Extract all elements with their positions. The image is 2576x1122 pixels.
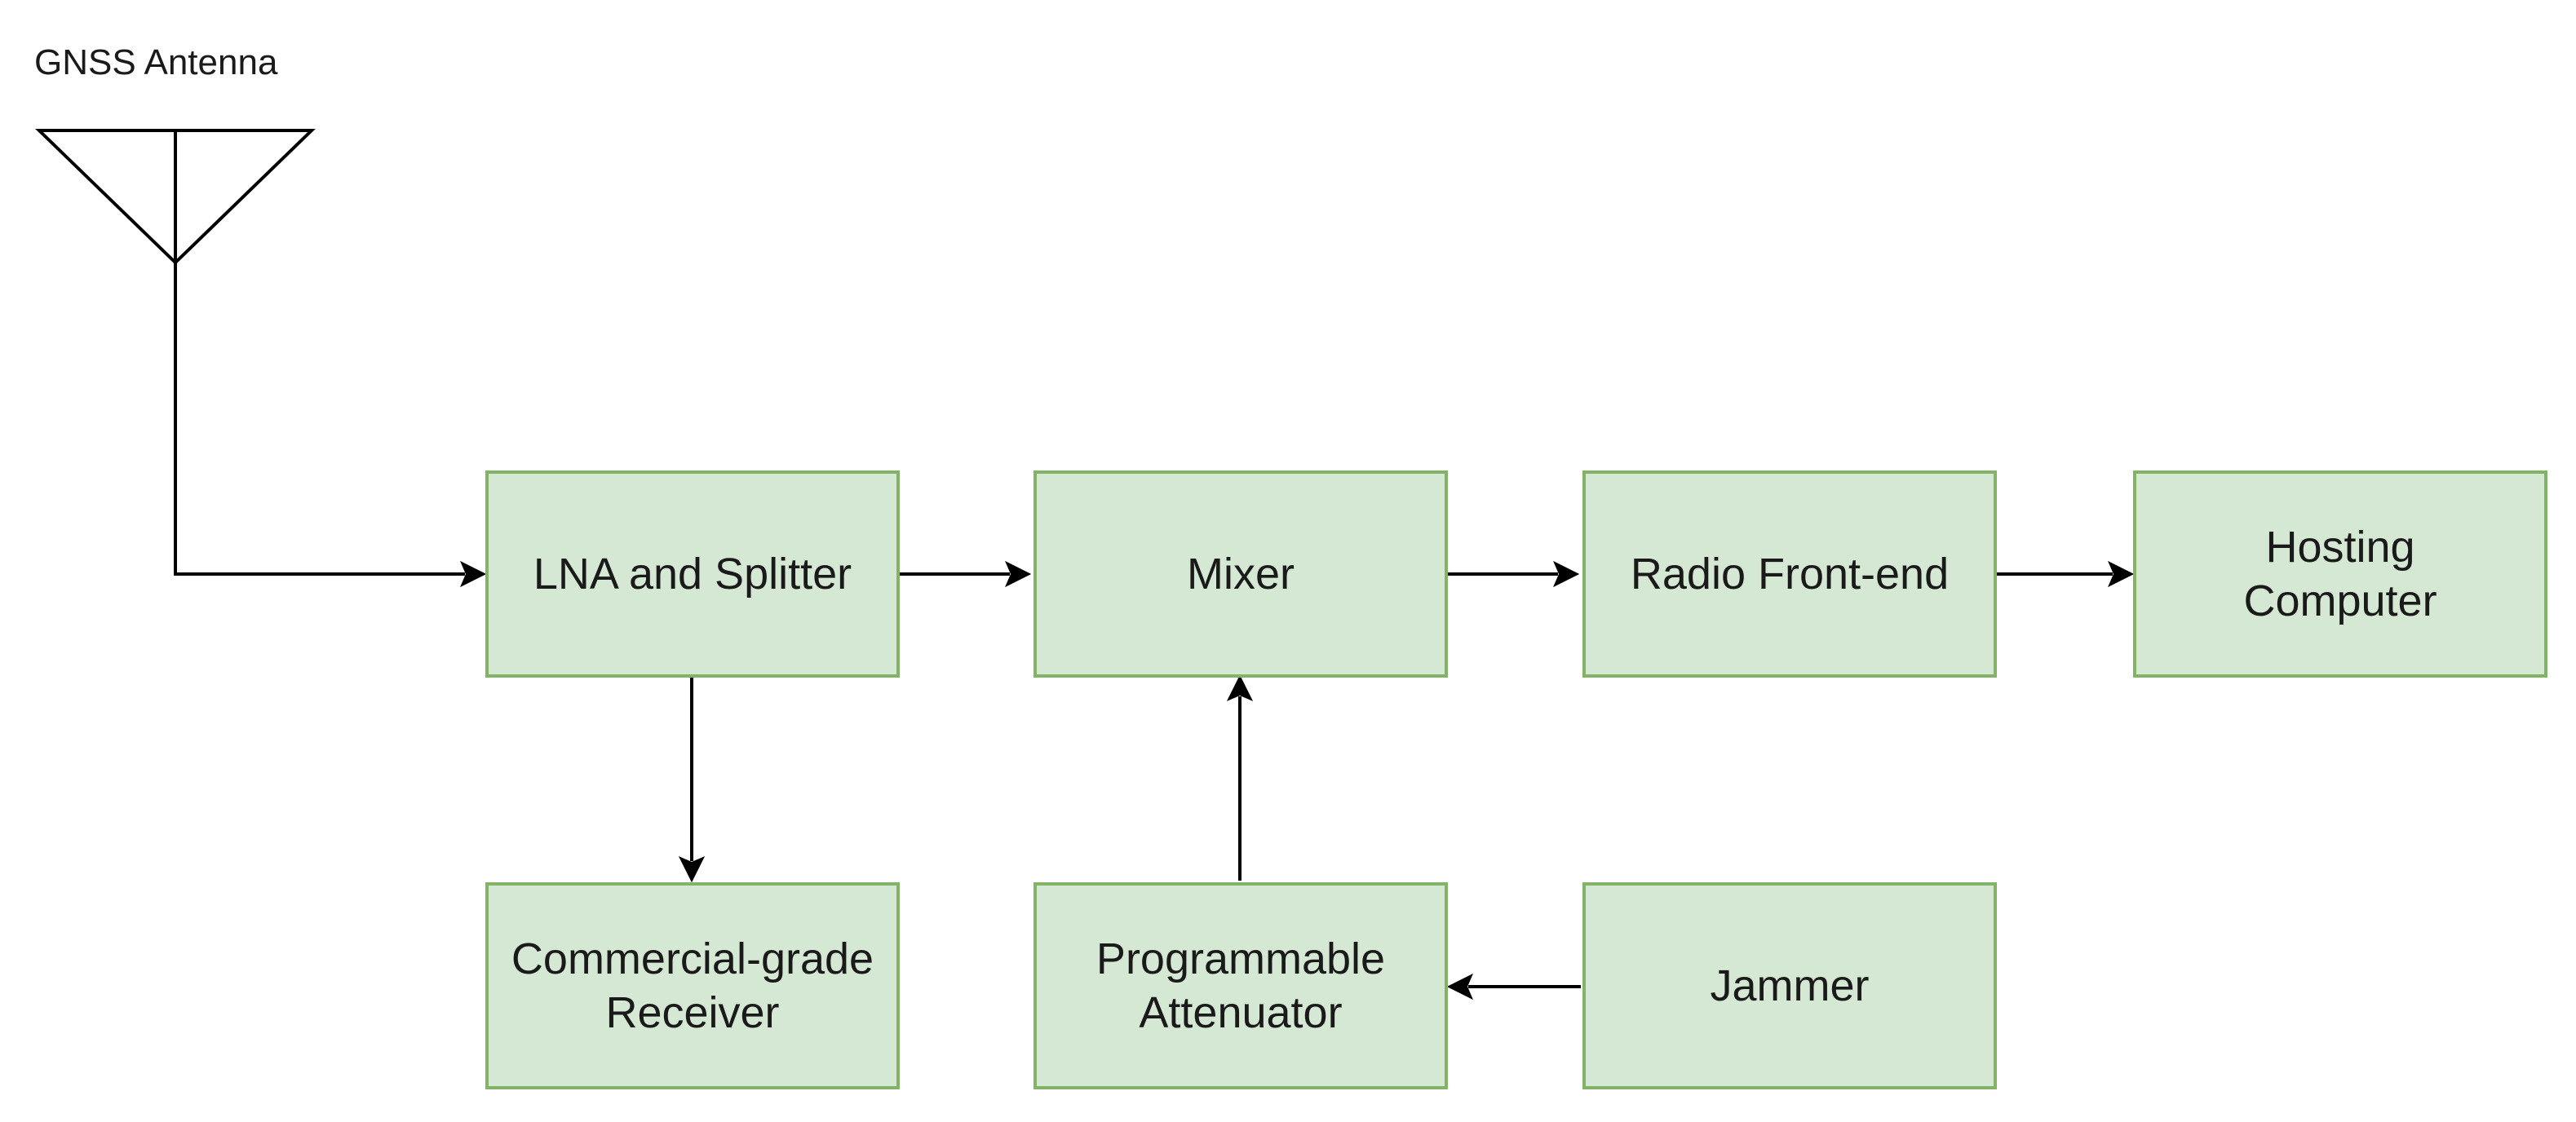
commercial-receiver-block: Commercial-grade Receiver <box>485 882 900 1089</box>
hosting-computer-block: Hosting Computer <box>2133 470 2547 678</box>
arrowhead-radio <box>1553 560 1580 588</box>
antenna-label: GNSS Antenna <box>34 42 278 82</box>
radio-front-end-block: Radio Front-end <box>1582 470 1997 678</box>
arrowhead-lna <box>460 560 487 588</box>
jammer-block: Jammer <box>1582 882 1997 1089</box>
arrowhead-attenuator <box>1446 973 1473 1001</box>
arrowhead-receiver <box>678 856 706 883</box>
lna-splitter-block: LNA and Splitter <box>485 470 900 678</box>
antenna-icon <box>35 129 316 265</box>
mixer-block: Mixer <box>1033 470 1448 678</box>
arrowhead-mixer <box>1005 560 1032 588</box>
programmable-attenuator-block: Programmable Attenuator <box>1033 882 1448 1089</box>
connector-antenna-to-lna <box>174 263 465 576</box>
arrowhead-mixer-bottom <box>1226 674 1254 701</box>
arrowhead-hosting <box>2108 560 2135 588</box>
